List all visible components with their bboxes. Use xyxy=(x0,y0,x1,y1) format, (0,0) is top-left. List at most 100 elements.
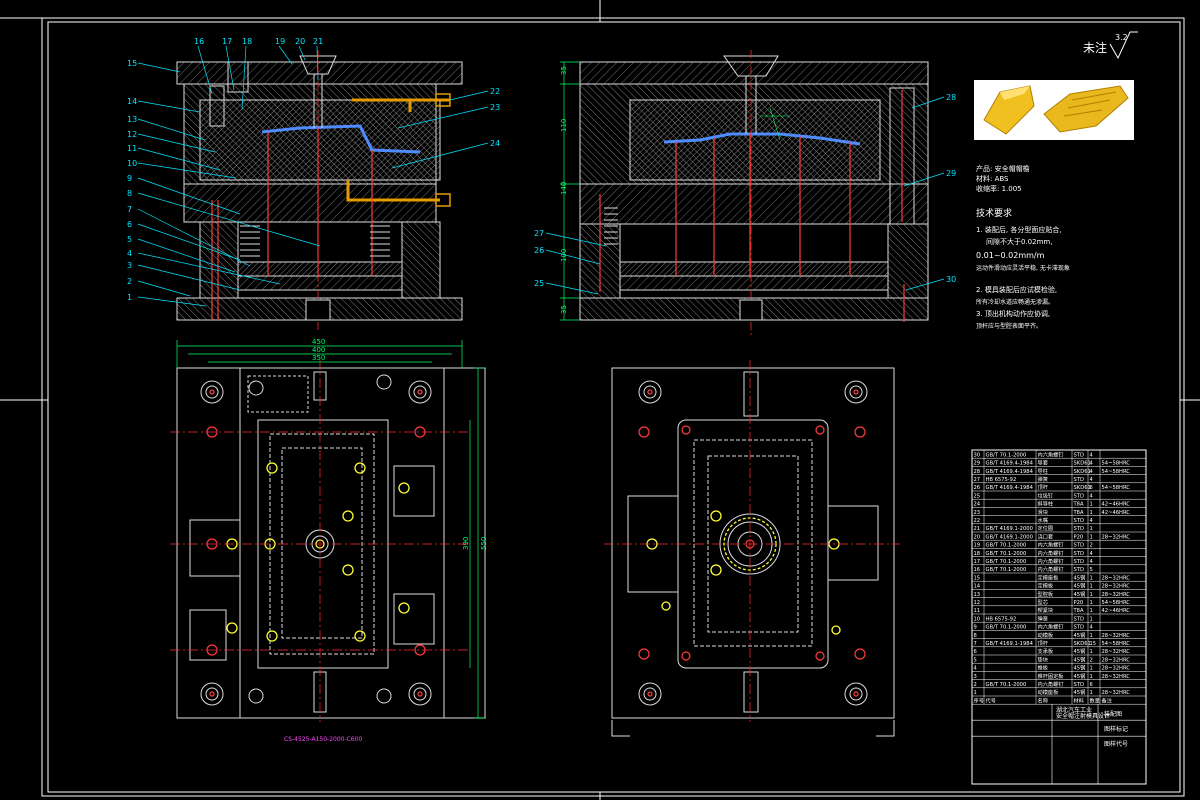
callout-18: 18 xyxy=(242,37,252,46)
bom-cell-qty: 4 xyxy=(1090,518,1094,524)
bom-cell-mat: STD xyxy=(1074,682,1084,688)
bom-cell-no: 19 xyxy=(974,543,981,549)
bom-cell-qty: 4 xyxy=(1090,551,1094,557)
bom-cell-std: GB/T 70.1-2000 xyxy=(986,551,1027,557)
bom-cell-std: GB/T 70.1-2000 xyxy=(986,682,1027,688)
dim-plan-w1: 450 xyxy=(312,338,325,346)
bom-cell-note: 28~32HRC xyxy=(1102,649,1131,655)
bom-cell-qty: 4 xyxy=(1090,461,1094,467)
left-top-callouts: 16 17 18 19 20 21 xyxy=(194,37,323,46)
bom-cell-no: 23 xyxy=(974,510,981,516)
bom-cell-qty: 1 xyxy=(1090,526,1093,532)
bom-cell-qty: 15 xyxy=(1090,641,1097,647)
bom-cell-no: 9 xyxy=(974,625,977,631)
title-company: 湖北汽车工业 xyxy=(1056,706,1092,714)
bom-cell-mat: STD xyxy=(1074,551,1084,557)
bom-cell-qty: 1 xyxy=(1090,592,1093,598)
callout-27: 27 xyxy=(534,229,544,238)
note-shrinkage: 收缩率: 1.005 xyxy=(976,184,1022,193)
bom-cell-note: 54~58HRC xyxy=(1102,600,1131,606)
bom-cell-no: 4 xyxy=(974,666,978,672)
bom-cell-qty: 1 xyxy=(1090,510,1093,516)
bom-cell-name: 定模板 xyxy=(1038,582,1054,590)
bom-cell-no: 22 xyxy=(974,518,981,524)
note-req1-a: 1. 装配后, 各分型面应贴合, xyxy=(976,225,1062,234)
bom-cell-std: GB/T 4169.1-1984 xyxy=(986,641,1034,647)
dim-sec-h4: 100 xyxy=(560,249,568,262)
bom-cell-no: 29 xyxy=(974,461,981,467)
bom-cell-qty: 4 xyxy=(1090,625,1094,631)
bom-cell-mat: SKD61 xyxy=(1074,641,1091,647)
bom-cell-no: 15 xyxy=(974,575,981,581)
bom-cell-mat: STD xyxy=(1074,543,1084,549)
bom-cell-note: 28~32HRC xyxy=(1102,657,1131,663)
bom-cell-no: 21 xyxy=(974,526,981,532)
callout-30: 30 xyxy=(946,275,956,284)
title-code: 图样代号 xyxy=(1104,740,1128,748)
bom-cell-mat: SKD61 xyxy=(1074,461,1091,467)
bom-cell-name: 导套 xyxy=(1038,459,1049,467)
dim-plan-h1: 550 xyxy=(480,537,488,550)
dim-sec-h5: 35 xyxy=(560,305,568,314)
bom-cell-mat: STD xyxy=(1074,567,1084,573)
bom-cell-note: 28~32HRC xyxy=(1102,666,1131,672)
callout-7: 7 xyxy=(127,205,132,214)
bom-cell-qty: 1 xyxy=(1090,608,1093,614)
right-section-callouts: 28 29 30 27 26 25 xyxy=(534,93,956,288)
bom-cell-note: 42~46HRC xyxy=(1102,608,1131,614)
bom-cell-std: GB/T 70.1-2000 xyxy=(986,625,1027,631)
bom-cell-no: 7 xyxy=(974,641,977,647)
callout-1: 1 xyxy=(127,293,132,302)
bom-cell-no: 14 xyxy=(974,584,981,590)
bom-cell-mat: 45钢 xyxy=(1074,573,1086,581)
bom-cell-no: 25 xyxy=(974,493,981,499)
bom-cell-name: 浇口套 xyxy=(1038,532,1054,540)
bom-cell-note: 备注 xyxy=(1102,696,1112,704)
bom-cell-name: 内六角螺钉 xyxy=(1038,623,1064,631)
bom-cell-mat: 材料 xyxy=(1074,696,1084,704)
bom-cell-name: 导柱 xyxy=(1038,467,1048,475)
bom-cell-no: 12 xyxy=(974,600,981,606)
bom-cell-note: 28~32HRC xyxy=(1102,534,1131,540)
callout-14: 14 xyxy=(127,97,137,106)
bom-cell-name: 型腔板 xyxy=(1038,590,1054,598)
bom-cell-name: 滑块 xyxy=(1038,508,1049,516)
bom-cell-note: 28~32HRC xyxy=(1102,690,1131,696)
bom-cell-name: 顶杆 xyxy=(1038,483,1048,491)
bom-cell-std: HB 6575-92 xyxy=(986,477,1017,483)
bom-cell-mat: P20 xyxy=(1074,600,1084,606)
bom-cell-mat: 45钢 xyxy=(1074,631,1086,639)
bom-cell-name: 内六角螺钉 xyxy=(1038,541,1064,549)
bom-cell-mat: 45钢 xyxy=(1074,590,1086,598)
bom-cell-no: 27 xyxy=(974,477,981,483)
bom-cell-no: 8 xyxy=(974,633,977,639)
bom-cell-name: 弹簧 xyxy=(1038,614,1048,622)
bom-cell-note: 42~46HRC xyxy=(1102,502,1131,508)
dim-plan-w3: 350 xyxy=(312,354,325,362)
bom-cell-name: 垫块 xyxy=(1038,655,1049,663)
bom-cell-qty: 1 xyxy=(1090,674,1093,680)
left-plan-view: 450 400 350 550 390 CS-4525-A150-2000-C6… xyxy=(170,338,488,743)
bom-cell-note: 54~58HRC xyxy=(1102,469,1131,475)
bom-cell-std: GB/T 4169.1-2000 xyxy=(986,534,1033,540)
roughness-note: 未注 3.2 xyxy=(1083,31,1138,60)
bom-cell-note: 28~32HRC xyxy=(1102,575,1131,581)
dim-sec-h1: 35 xyxy=(560,66,568,75)
bom-cell-no: 18 xyxy=(974,551,981,557)
bom-cell-qty: 2 xyxy=(1090,657,1093,663)
bom-cell-no: 24 xyxy=(974,502,981,508)
bom-cell-no: 2 xyxy=(974,682,977,688)
bom-cell-std: GB/T 70.1-2000 xyxy=(986,452,1027,458)
dim-plan-h2: 390 xyxy=(462,537,470,550)
callout-13: 13 xyxy=(127,115,137,124)
bom-cell-qty: 1 xyxy=(1090,502,1093,508)
bom-cell-name: 内六角螺钉 xyxy=(1038,557,1064,565)
